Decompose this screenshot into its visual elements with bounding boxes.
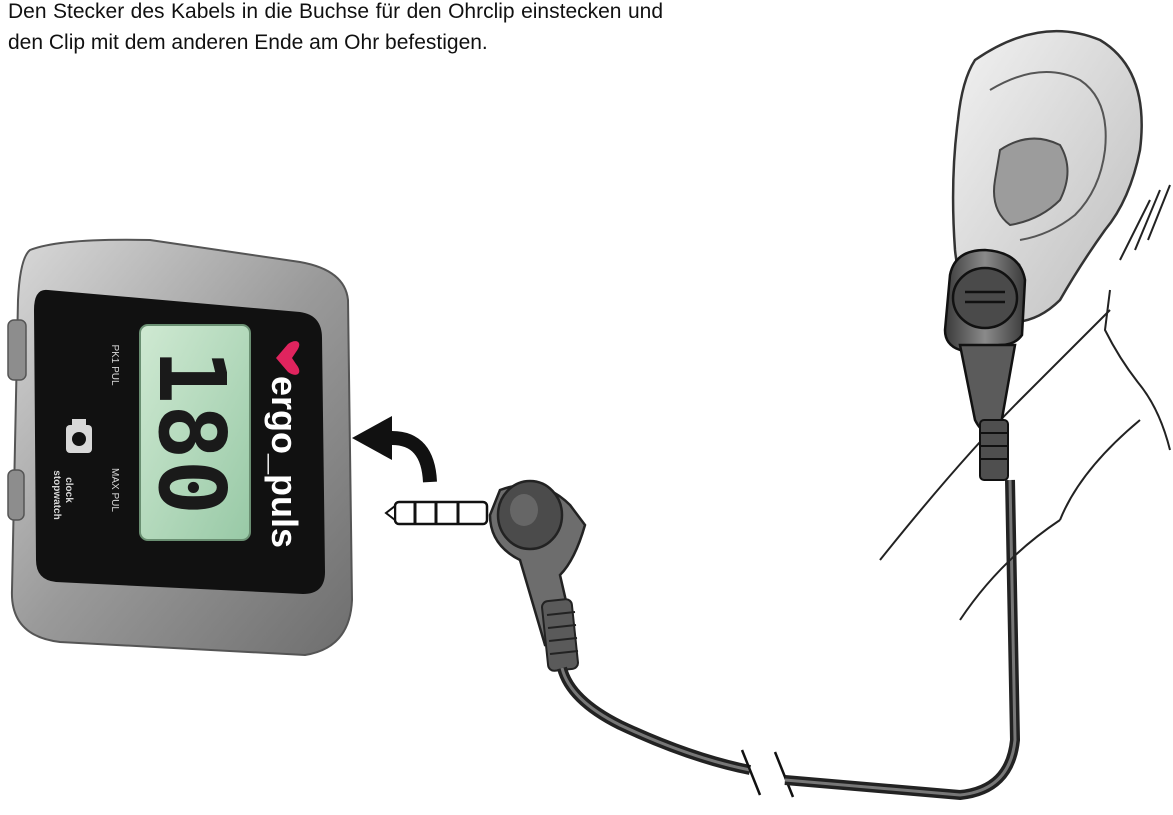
curved-arrow-icon	[352, 416, 430, 482]
label-stopwatch: stopwatch	[51, 470, 62, 519]
brand-label: ergo_puls	[264, 376, 305, 548]
audio-jack-plug-icon	[386, 481, 585, 671]
ear-clip-icon	[945, 250, 1025, 480]
label-pk1-pul: PK1 PUL	[109, 344, 120, 386]
lcd-reading: 180	[138, 349, 245, 515]
label-clock: clock	[63, 477, 74, 503]
label-max-pul: MAX PUL	[109, 468, 120, 512]
side-button-lower	[8, 470, 24, 520]
pulse-watch: 180 ergo_puls PK1 PUL MAX PUL clock stop…	[8, 240, 352, 655]
cable	[562, 480, 1015, 797]
side-button	[8, 320, 26, 380]
